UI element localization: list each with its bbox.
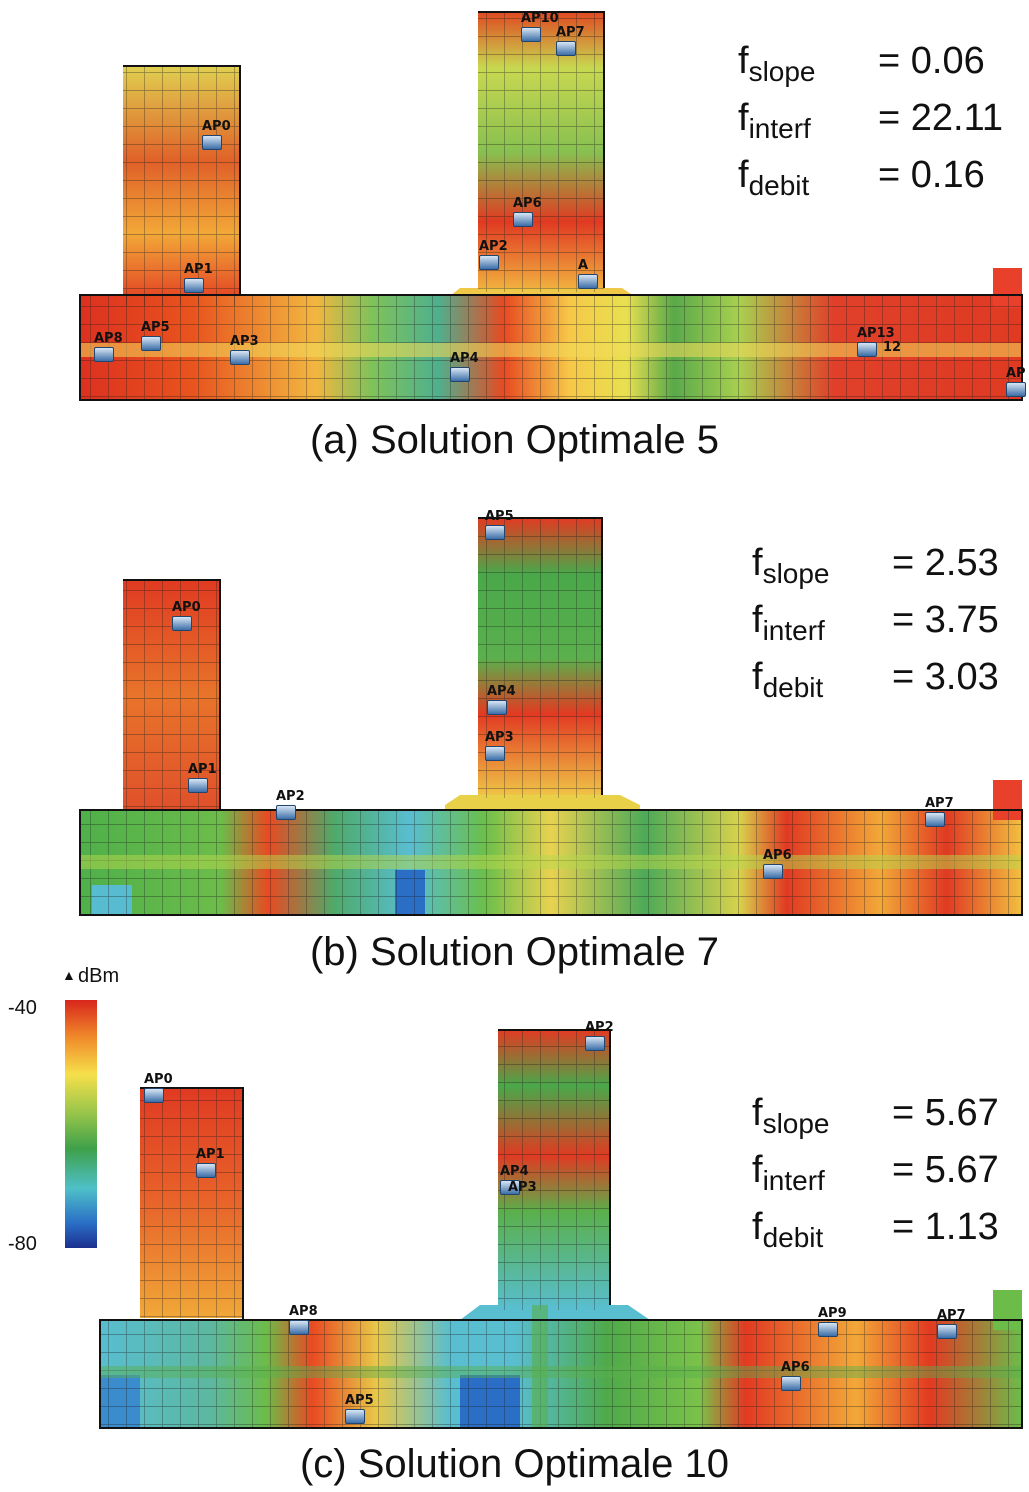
router-icon [556, 41, 576, 56]
access-point-marker: AP9 [818, 1306, 847, 1337]
access-point-marker: AP3 [508, 1180, 537, 1195]
metric-slope: fslope= 2.53 [752, 542, 999, 589]
colorbar [65, 1000, 97, 1248]
metric-slope: fslope= 0.06 [738, 40, 985, 87]
metrics-a: fslope= 0.06 finterf= 22.11 fdebit= 0.16 [738, 38, 1003, 209]
heatmap-floor-plan-b [79, 517, 1023, 916]
metrics-c: fslope= 5.67 finterf= 5.67 fdebit= 1.13 [752, 1090, 999, 1261]
router-icon [230, 350, 250, 365]
access-point-marker: AP4 [487, 684, 516, 715]
router-icon [188, 778, 208, 793]
router-icon [345, 1409, 365, 1424]
router-icon [500, 1180, 520, 1195]
router-icon [450, 367, 470, 382]
access-point-label: 12 [883, 340, 902, 355]
access-point-marker: AP6 [763, 848, 792, 879]
router-icon [144, 1088, 164, 1103]
router-icon [184, 278, 204, 293]
panel-c: AP2 AP0 AP1 AP4 AP3 AP8 AP9 AP7 AP6 AP5 … [0, 1010, 1029, 1492]
router-icon [196, 1163, 216, 1178]
router-icon [857, 342, 877, 357]
router-icon [94, 347, 114, 362]
access-point-marker: AP7 [556, 25, 585, 56]
router-icon [289, 1320, 309, 1335]
metrics-b: fslope= 2.53 finterf= 3.75 fdebit= 3.03 [752, 540, 999, 711]
access-point-marker: AP4 [500, 1164, 529, 1195]
access-point-marker: AP8 [289, 1304, 318, 1335]
caption-c: (c) Solution Optimale 10 [299, 1442, 730, 1486]
access-point-marker: AP13 [857, 326, 895, 357]
router-icon [172, 616, 192, 631]
access-point-marker: AP10 [521, 11, 559, 42]
caption-b: (b) Solution Optimale 7 [309, 930, 720, 974]
metric-debit: fdebit= 0.16 [738, 154, 985, 201]
access-point-marker: AP5 [141, 320, 170, 351]
router-icon [585, 1036, 605, 1051]
router-icon [276, 805, 296, 820]
router-icon [818, 1322, 838, 1337]
router-icon [1006, 382, 1026, 397]
legend-min-label: -80 [8, 1233, 37, 1255]
access-point-marker: AP2 [276, 789, 305, 820]
router-icon [521, 27, 541, 42]
router-icon [763, 864, 783, 879]
router-icon [202, 135, 222, 150]
access-point-marker: AP1 [188, 762, 217, 793]
panel-a: AP10 AP7 AP0 AP6 AP2 A AP1 AP8 AP5 AP3 A… [0, 0, 1029, 490]
access-point-marker: AP3 [230, 334, 259, 365]
router-icon [937, 1324, 957, 1339]
router-icon [781, 1376, 801, 1391]
metric-debit: fdebit= 3.03 [752, 656, 999, 703]
heatmap-floor-plan-c [99, 1029, 1023, 1429]
access-point-marker: A [578, 258, 598, 289]
access-point-marker: AP7 [925, 796, 954, 827]
metric-slope: fslope= 5.67 [752, 1092, 999, 1139]
access-point-marker: AP3 [485, 730, 514, 761]
access-point-marker: AP5 [485, 509, 514, 540]
metric-interf: finterf= 3.75 [752, 599, 999, 646]
access-point-marker: AP1 [196, 1147, 225, 1178]
access-point-marker: AP0 [172, 600, 201, 631]
access-point-marker: AP5 [345, 1393, 374, 1424]
access-point-marker: AP0 [144, 1072, 173, 1103]
router-icon [925, 812, 945, 827]
access-point-marker: AP6 [513, 196, 542, 227]
router-icon [141, 336, 161, 351]
metric-debit: fdebit= 1.13 [752, 1206, 999, 1253]
panel-b: AP5 AP0 AP4 AP3 AP1 AP2 AP7 AP6 fslope= … [0, 500, 1029, 990]
router-icon [485, 525, 505, 540]
router-icon [479, 255, 499, 270]
metric-interf: finterf= 22.11 [738, 97, 1004, 144]
router-icon [485, 746, 505, 761]
access-point-marker: AP0 [202, 119, 231, 150]
access-point-marker: AP2 [585, 1020, 614, 1051]
access-point-marker: AP7 [937, 1308, 966, 1339]
router-icon [487, 700, 507, 715]
metric-interf: finterf= 5.67 [752, 1149, 999, 1196]
access-point-marker: AP6 [781, 1360, 810, 1391]
legend-max-label: -40 [8, 997, 37, 1019]
legend-unit: dBm [78, 965, 120, 987]
access-point-marker: AP1 [184, 262, 213, 293]
access-point-marker: AP4 [450, 351, 479, 382]
colorbar-legend: ▲ dBm -40 -80 [0, 965, 130, 1285]
router-icon [578, 274, 598, 289]
access-point-marker: AP [1006, 366, 1026, 397]
router-icon [513, 212, 533, 227]
arrow-up-icon: ▲ [62, 967, 76, 983]
caption-a: (a) Solution Optimale 5 [309, 418, 720, 462]
access-point-marker: AP8 [94, 331, 123, 362]
access-point-marker: AP2 [479, 239, 508, 270]
